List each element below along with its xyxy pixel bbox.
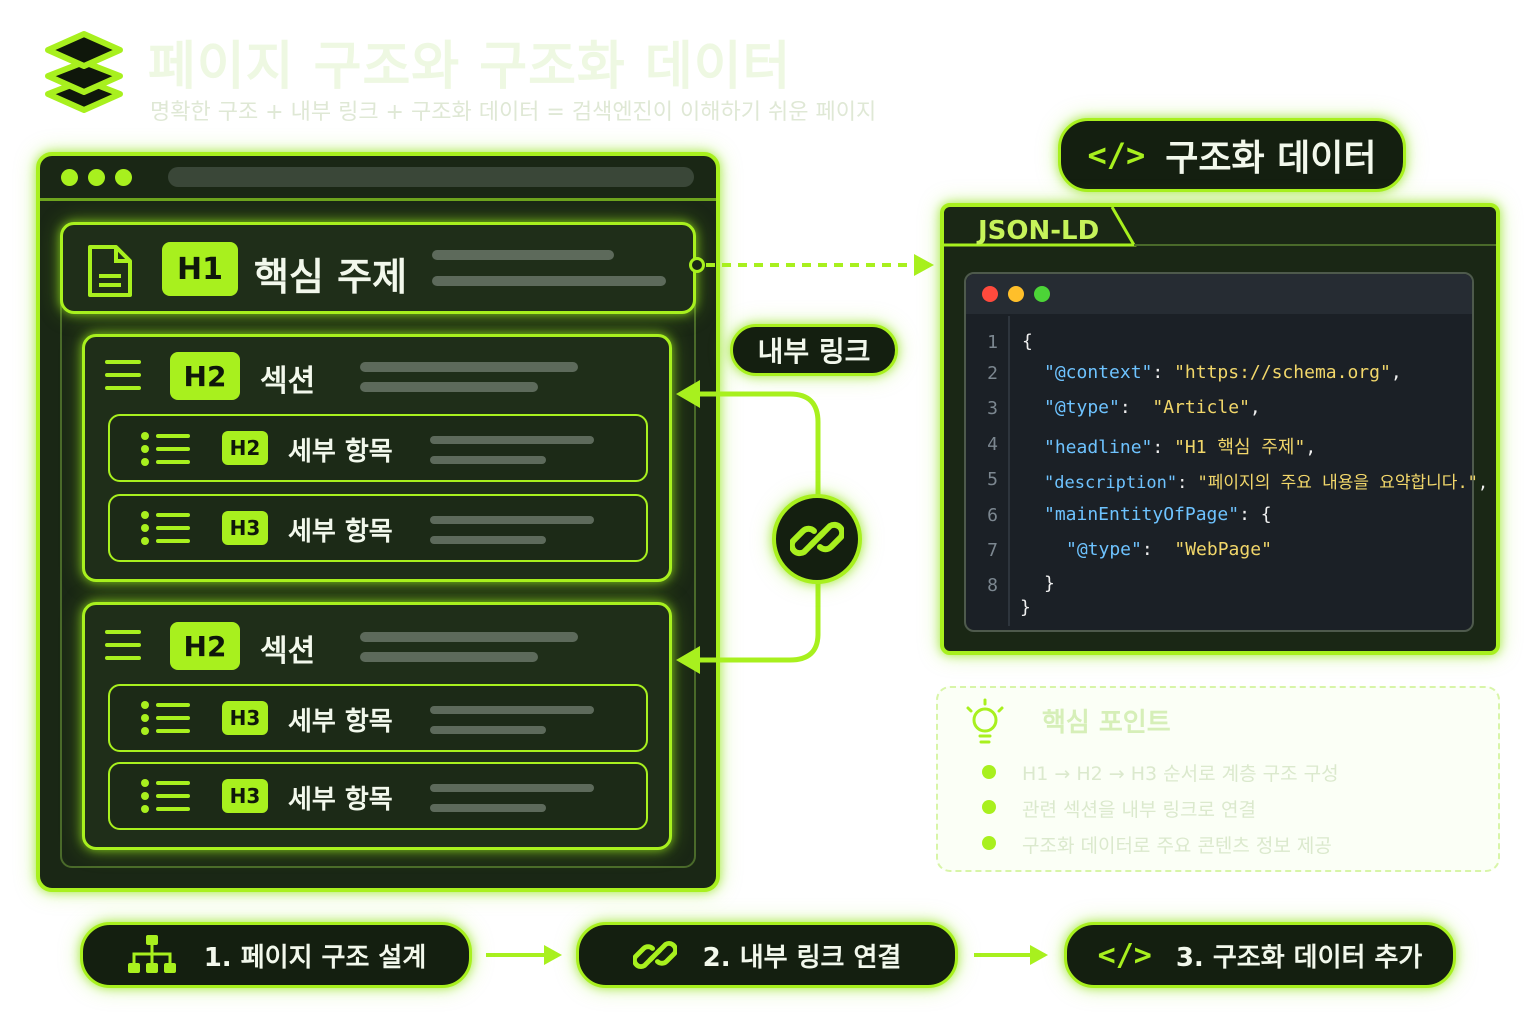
tips-box	[936, 686, 1500, 872]
list-icon	[141, 511, 190, 545]
code-line: }	[1044, 573, 1055, 594]
internal-link-label: 내부 링크	[730, 324, 898, 376]
json-tab-shape	[944, 207, 1496, 247]
window-dot	[88, 169, 105, 186]
line-number: 6	[987, 505, 998, 526]
bullet-dot	[982, 800, 996, 814]
section-label: 섹션	[260, 634, 316, 669]
close-dot	[982, 286, 998, 302]
list-icon	[141, 779, 190, 813]
editor-titlebar	[966, 274, 1472, 314]
layers-icon	[45, 31, 123, 113]
code-line: "mainEntityOfPage": {	[1044, 504, 1272, 525]
h3-badge: H3	[222, 779, 268, 813]
subitem-block	[108, 494, 648, 562]
text-line	[432, 276, 666, 286]
code-line: }	[1020, 597, 1031, 618]
text-line	[432, 250, 614, 260]
line-number: 3	[987, 398, 998, 419]
tips-title: 핵심 포인트	[1042, 708, 1171, 738]
h2-badge: H2	[170, 622, 240, 670]
line-number: 1	[987, 332, 998, 353]
document-icon	[88, 245, 132, 297]
link-icon	[632, 941, 677, 969]
text-line	[360, 382, 538, 392]
bullet-dot	[982, 836, 996, 850]
text-line	[430, 436, 594, 444]
line-number: 7	[987, 540, 998, 561]
json-ld-tab: JSON-LD	[978, 216, 1100, 246]
tip-item: 관련 섹션을 내부 링크로 연결	[1022, 799, 1256, 821]
subitem-label: 세부 항목	[288, 437, 393, 467]
text-line	[360, 362, 578, 372]
text-line	[430, 784, 594, 792]
code-icon: </>	[1097, 937, 1152, 973]
list-icon	[141, 432, 190, 466]
line-number: 4	[987, 434, 998, 455]
text-line	[430, 456, 546, 464]
page-title: 페이지 구조와 구조화 데이터	[148, 37, 792, 97]
h3-badge: H3	[222, 701, 268, 735]
menu-icon	[105, 630, 141, 660]
page-subtitle: 명확한 구조 + 내부 링크 + 구조화 데이터 = 검색엔진이 이해하기 쉬운…	[150, 100, 877, 125]
tip-item: 구조화 데이터로 주요 콘텐츠 정보 제공	[1022, 835, 1332, 857]
h2-badge: H2	[170, 352, 240, 400]
step-1: 1. 페이지 구조 설계	[80, 922, 472, 988]
h1-label: 핵심 주제	[254, 255, 408, 299]
structured-data-heading: </> 구조화 데이터	[1058, 118, 1406, 192]
structured-data-title: 구조화 데이터	[1165, 138, 1377, 179]
subitem-label: 세부 항목	[288, 517, 393, 547]
text-line	[360, 652, 538, 662]
h2-badge: H2	[222, 431, 268, 465]
list-icon	[141, 701, 190, 735]
menu-icon	[105, 360, 141, 390]
tip-item: H1 → H2 → H3 순서로 계층 구조 구성	[1022, 763, 1339, 785]
text-line	[430, 516, 594, 524]
step-label: 3. 구조화 데이터 추가	[1175, 942, 1423, 973]
step-2: 2. 내부 링크 연결	[576, 922, 958, 988]
address-bar	[168, 167, 694, 187]
code-icon: </>	[1087, 136, 1146, 174]
step-3: </> 3. 구조화 데이터 추가	[1064, 922, 1456, 988]
bullet-dot	[982, 765, 996, 779]
text-line	[430, 536, 546, 544]
text-line	[430, 706, 594, 714]
line-number: 8	[987, 575, 998, 596]
connector-node	[689, 257, 705, 273]
subitem-block	[108, 414, 648, 482]
subitem-label: 세부 항목	[288, 785, 393, 815]
h3-badge: H3	[222, 511, 268, 545]
subitem-block	[108, 762, 648, 830]
maximize-dot	[1034, 286, 1050, 302]
line-number: 5	[987, 469, 998, 490]
code-line: "headline": "H1 핵심 주제",	[1044, 437, 1317, 458]
section-label: 섹션	[260, 364, 316, 399]
lightbulb-icon	[966, 698, 1004, 744]
subitem-block	[108, 684, 648, 752]
line-number: 2	[987, 363, 998, 384]
text-line	[430, 804, 546, 812]
subitem-label: 세부 항목	[288, 707, 393, 737]
code-line: {	[1022, 331, 1033, 352]
code-line: "@type": "Article",	[1044, 397, 1261, 418]
text-line	[430, 726, 546, 734]
text-line	[360, 632, 578, 642]
step-label: 2. 내부 링크 연결	[702, 942, 902, 973]
h1-badge: H1	[162, 242, 238, 296]
code-line: "description": "페이지의 주요 내용을 요약합니다.",	[1044, 473, 1489, 493]
browser-divider	[40, 198, 716, 201]
minimize-dot	[1008, 286, 1024, 302]
sitemap-icon	[127, 935, 176, 973]
window-dot	[61, 169, 78, 186]
code-line: "@type": "WebPage"	[1066, 539, 1272, 560]
code-editor	[964, 272, 1474, 632]
window-dot	[115, 169, 132, 186]
step-label: 1. 페이지 구조 설계	[203, 942, 427, 973]
link-icon	[790, 521, 844, 557]
gutter-divider	[1008, 316, 1010, 626]
code-line: "@context": "https://schema.org",	[1044, 362, 1402, 383]
